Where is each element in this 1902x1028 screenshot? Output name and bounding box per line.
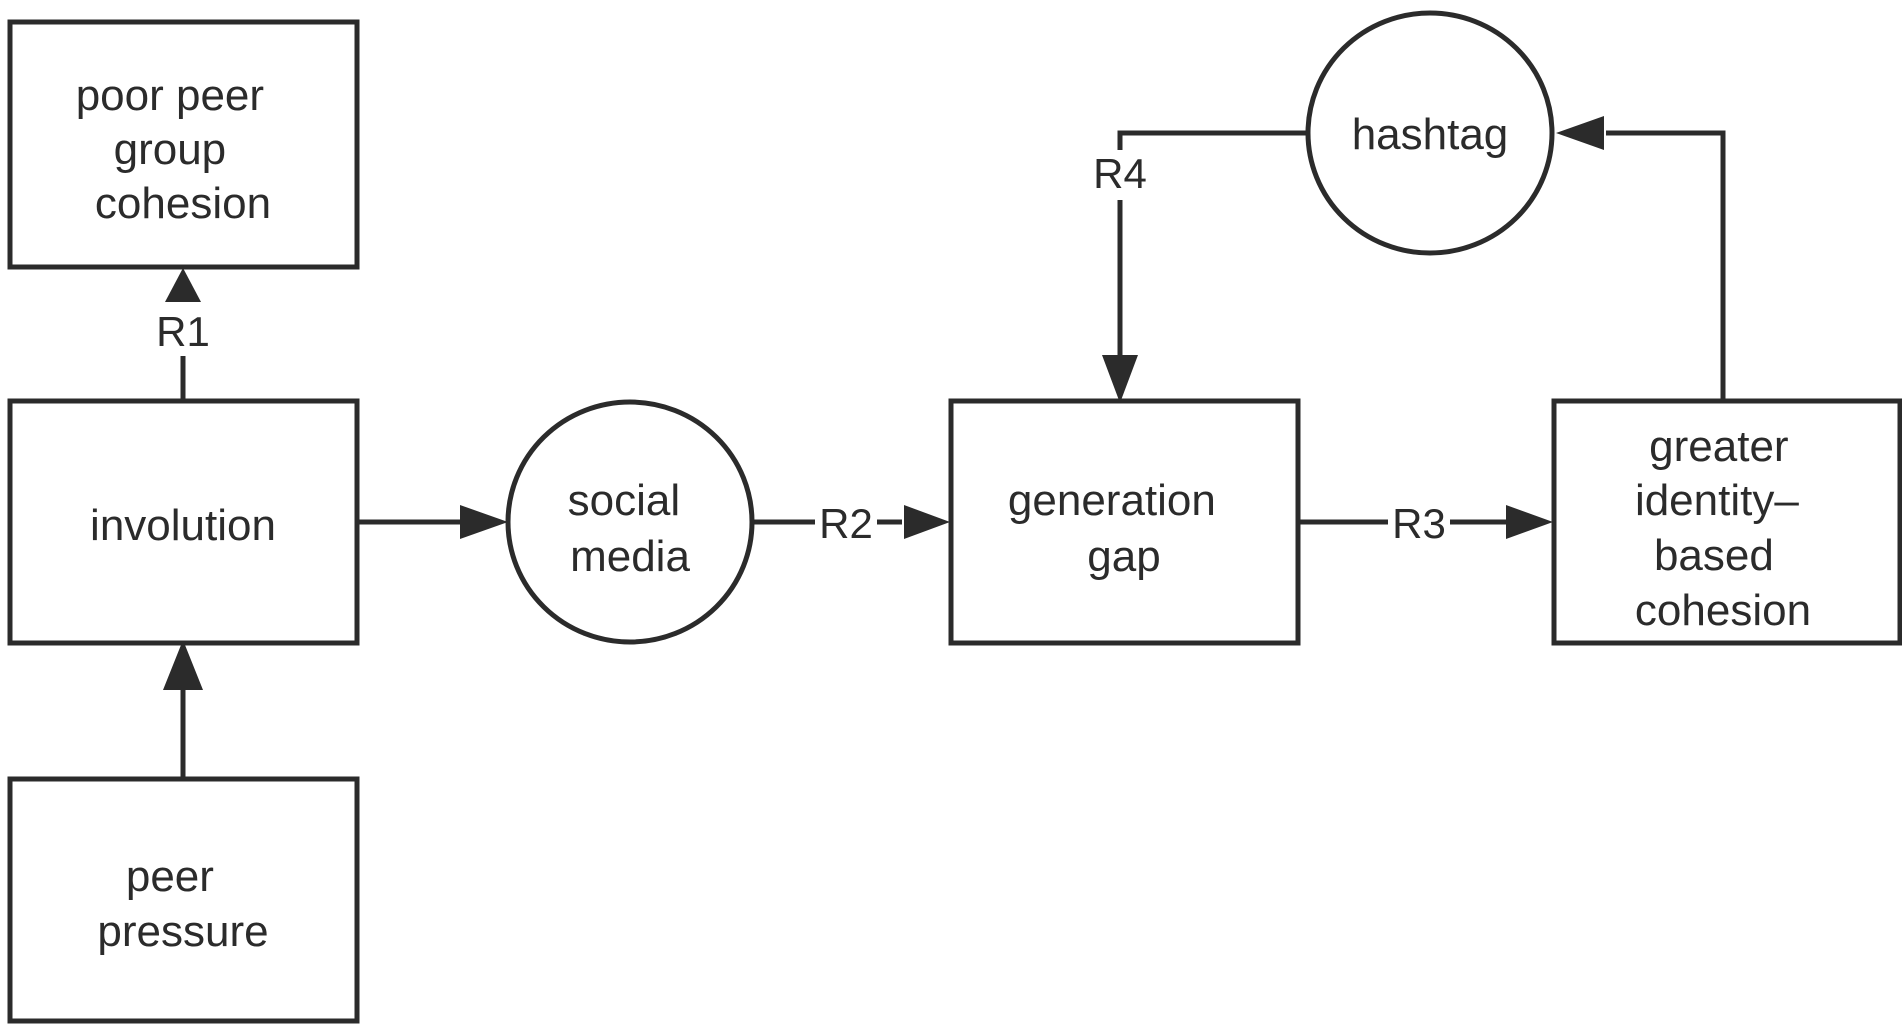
node-label: generation gap <box>1008 476 1228 581</box>
node-label: involution <box>90 501 276 550</box>
node-peer-pressure: peer pressure <box>7 776 360 1024</box>
edge-hashtag-to-generation-gap: R4 <box>1090 130 1308 403</box>
node-label-line: peer <box>126 852 214 901</box>
node-label: poor peer group cohesion <box>76 71 277 228</box>
arrowhead <box>163 640 203 690</box>
node-label-line: social <box>568 476 681 525</box>
node-label: greater identity– based cohesion <box>1635 422 1811 635</box>
node-label: social media <box>568 476 693 581</box>
edge-label-r4: R4 <box>1093 150 1147 197</box>
node-label-line: based <box>1654 531 1774 580</box>
node-label: peer pressure <box>97 852 268 956</box>
edge-label-r2: R2 <box>819 500 873 547</box>
edge-involution-to-poor-peer-group-cohesion: R1 <box>152 268 214 399</box>
node-label: hashtag <box>1352 110 1509 159</box>
node-label-line: generation <box>1008 476 1216 525</box>
node-label-line: media <box>570 532 690 581</box>
node-hashtag: hashtag <box>1305 10 1555 256</box>
edge-label-r1: R1 <box>156 308 210 355</box>
node-generation-gap: generation gap <box>948 398 1301 646</box>
node-label-line: cohesion <box>95 179 271 228</box>
node-label-line: greater <box>1649 422 1788 471</box>
arrowhead <box>1102 355 1138 403</box>
node-label-line: hashtag <box>1352 110 1509 159</box>
node-involution: involution <box>7 398 360 646</box>
node-label-line: group <box>114 125 227 174</box>
node-label-line: cohesion <box>1635 586 1811 635</box>
arrowhead <box>904 505 950 539</box>
arrowhead <box>1506 505 1553 539</box>
node-poor-peer-group-cohesion: poor peer group cohesion <box>7 19 360 270</box>
node-label-line: gap <box>1087 532 1160 581</box>
edge-involution-to-social-media <box>358 505 508 539</box>
edge-social-media-to-generation-gap: R2 <box>753 500 950 547</box>
node-label-line: identity– <box>1635 476 1799 525</box>
edge-greater-identity-based-cohesion-to-hashtag <box>1556 116 1726 399</box>
arrowhead <box>1556 116 1604 150</box>
node-label-line: pressure <box>97 907 268 956</box>
node-greater-identity-based-cohesion: greater identity– based cohesion <box>1551 398 1902 646</box>
node-label-line: poor peer <box>76 71 264 120</box>
arrowhead <box>165 268 201 302</box>
node-social-media: social media <box>505 399 755 645</box>
node-label-line: involution <box>90 501 276 550</box>
edge-generation-gap-to-greater-identity-based-cohesion: R3 <box>1298 500 1553 547</box>
arrowhead <box>460 505 508 539</box>
edge-peer-pressure-to-involution <box>163 640 203 777</box>
edge-label-r3: R3 <box>1392 500 1446 547</box>
